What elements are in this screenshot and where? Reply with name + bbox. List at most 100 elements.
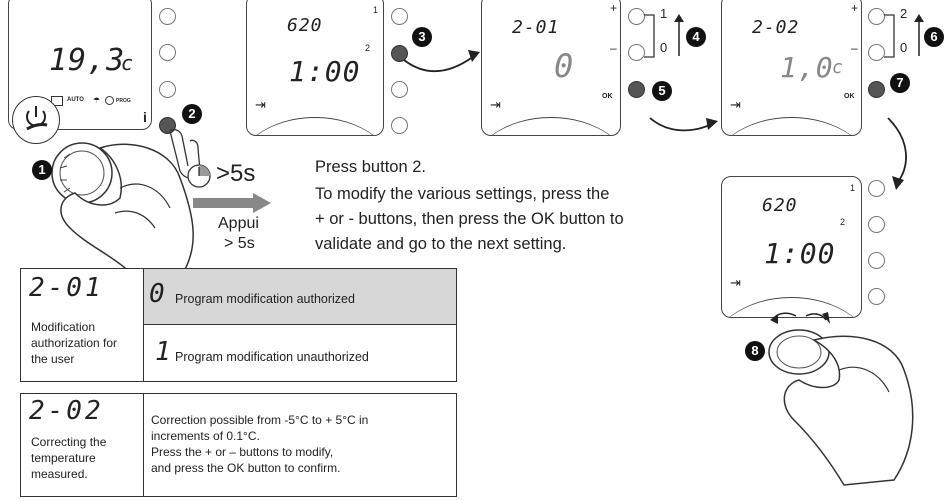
display5-btn1-label: 1: [850, 183, 856, 193]
thermostat1-button-2[interactable]: [159, 44, 176, 61]
range-bottom-2-01: 0: [660, 40, 668, 55]
display3-plus-label: +: [610, 1, 618, 15]
clock-icon: [105, 96, 114, 105]
temperature-unit: c: [121, 51, 135, 75]
table-2-01-code: 2-01: [29, 273, 104, 303]
info-label: i: [143, 109, 147, 125]
thermostat2-button-1[interactable]: [391, 8, 408, 25]
range-bottom-2-02: 0: [900, 40, 908, 55]
instruction-line-3: + or - buttons, then press the OK button…: [315, 210, 624, 228]
enter-icon: ⇥: [730, 275, 741, 290]
display4-unit: c: [832, 57, 844, 78]
display3-minus-label: –: [610, 41, 617, 55]
temperature-readout: 19,3: [49, 43, 126, 78]
table-2-01-desc-line-1: Modification: [31, 320, 96, 334]
hand-turning-dial-illustration: [51, 142, 194, 284]
display2-line1: 620: [287, 15, 323, 36]
appui-label-line1: Appui: [218, 215, 259, 232]
display4-ok-label: OK: [844, 93, 855, 100]
thermostat4-minus-button[interactable]: [868, 44, 885, 61]
hold-time-label: >5s: [216, 160, 256, 187]
thermostat3-minus-button[interactable]: [628, 44, 645, 61]
callout-8: 8: [745, 341, 765, 361]
table-2-02-body-line-1: Correction possible from -5°C to + 5°C i…: [151, 413, 369, 427]
enter-icon: ⇥: [255, 97, 266, 112]
thermostat5-button-4[interactable]: [868, 288, 885, 305]
option-text-0: Program modification authorized: [175, 292, 355, 306]
thermostat4-ok-button[interactable]: [868, 81, 885, 98]
range-top-2-02: 2: [900, 6, 908, 21]
enter-icon: ⇥: [730, 97, 741, 112]
thermostat2-button-2[interactable]: [391, 45, 408, 62]
table-2-02-body-line-3: Press the + or – buttons to modify,: [151, 445, 334, 459]
range-bracket-2-02: [884, 14, 895, 58]
thermostat5-button-1[interactable]: [868, 180, 885, 197]
thermostat-display-4: 2-02 1,0 c + – OK ⇥: [721, 0, 862, 136]
display3-ok-label: OK: [602, 93, 613, 100]
thermostat5-button-3[interactable]: [868, 252, 885, 269]
callout-7: 7: [890, 73, 910, 93]
thermostat-display-5: 620 1:00 1 2 ⇥: [721, 176, 862, 318]
up-arrow-2-02: [914, 14, 924, 56]
display5-btn2-label: 2: [840, 217, 846, 227]
thermostat-display-3: 2-01 0 + – OK ⇥: [481, 0, 621, 136]
stopwatch-icon: [187, 164, 211, 188]
display3-code: 2-01: [512, 17, 560, 38]
thermostat2-button-3[interactable]: [391, 81, 408, 98]
display4-minus-label: –: [851, 41, 858, 55]
display4-plus-label: +: [851, 1, 859, 15]
mode-prog-label: PROG: [116, 98, 131, 104]
thermostat-display-2: 620 1:00 1 2 ⇥: [246, 0, 384, 136]
appui-label-line2: > 5s: [224, 235, 255, 252]
callout-3: 3: [412, 27, 432, 47]
table-2-02-body-line-4: and press the OK button to confirm.: [151, 461, 341, 475]
range-bracket-2-01: [644, 14, 655, 58]
thermostat3-ok-button[interactable]: [628, 81, 645, 98]
display2-btn2-label: 2: [365, 43, 371, 53]
option-text-1: Program modification unauthorized: [175, 350, 369, 364]
thermostat1-button-3[interactable]: [159, 81, 176, 98]
instruction-line-2: To modify the various settings, press th…: [315, 185, 610, 203]
hand-turning-dial-2-illustration: [768, 312, 914, 486]
display4-value: 1,0: [780, 51, 834, 84]
display5-line1: 620: [762, 195, 798, 216]
display3-value: 0: [554, 47, 575, 85]
display2-btn1-label: 1: [373, 5, 379, 15]
option-value-1: 1: [155, 337, 174, 367]
callout-1: 1: [32, 160, 52, 180]
table-2-02-code: 2-02: [29, 396, 104, 426]
instruction-line-1: Press button 2.: [315, 158, 426, 176]
table-2-01-desc-line-2: authorization for: [31, 336, 118, 350]
up-arrow-2-01: [674, 14, 684, 56]
power-icon: [26, 106, 48, 131]
hold-arrow: [193, 193, 271, 213]
enter-icon: ⇥: [490, 97, 501, 112]
thermostat2-button-4[interactable]: [391, 117, 408, 134]
flow-arrows: [403, 50, 907, 190]
power-zoom-circle: [12, 96, 60, 144]
display2-line2: 1:00: [289, 55, 361, 88]
callout-4: 4: [686, 27, 706, 47]
table-2-02-body-line-2: increments of 0.1°C.: [151, 429, 260, 443]
callout-5: 5: [652, 81, 672, 101]
table-2-02-desc-line-3: measured.: [31, 467, 88, 481]
thermostat4-plus-button[interactable]: [868, 8, 885, 25]
mode-auto-label: AUTO: [67, 97, 84, 103]
display5-line2: 1:00: [764, 237, 836, 270]
table-2-02-desc-line-1: Correcting the: [31, 435, 107, 449]
table-2-01-highlight-cell: [143, 269, 456, 324]
table-2-01-desc-line-3: the user: [31, 352, 75, 366]
thermostat3-plus-button[interactable]: [628, 8, 645, 25]
thermostat1-button-1[interactable]: [159, 8, 176, 25]
away-icon: ☂: [93, 96, 101, 105]
table-2-02-desc-line-2: temperature: [31, 451, 96, 465]
range-top-2-01: 1: [660, 6, 668, 21]
option-value-0: 0: [149, 279, 168, 309]
callout-2: 2: [182, 104, 202, 124]
parameter-table-2-01: 2-01 Modification authorization for the …: [20, 268, 457, 382]
callout-6: 6: [924, 27, 944, 47]
thermostat5-button-2[interactable]: [868, 216, 885, 233]
instruction-line-4: validate and go to the next setting.: [315, 235, 567, 253]
display4-code: 2-02: [752, 17, 800, 38]
parameter-table-2-02: 2-02 Correcting the temperature measured…: [20, 393, 457, 497]
